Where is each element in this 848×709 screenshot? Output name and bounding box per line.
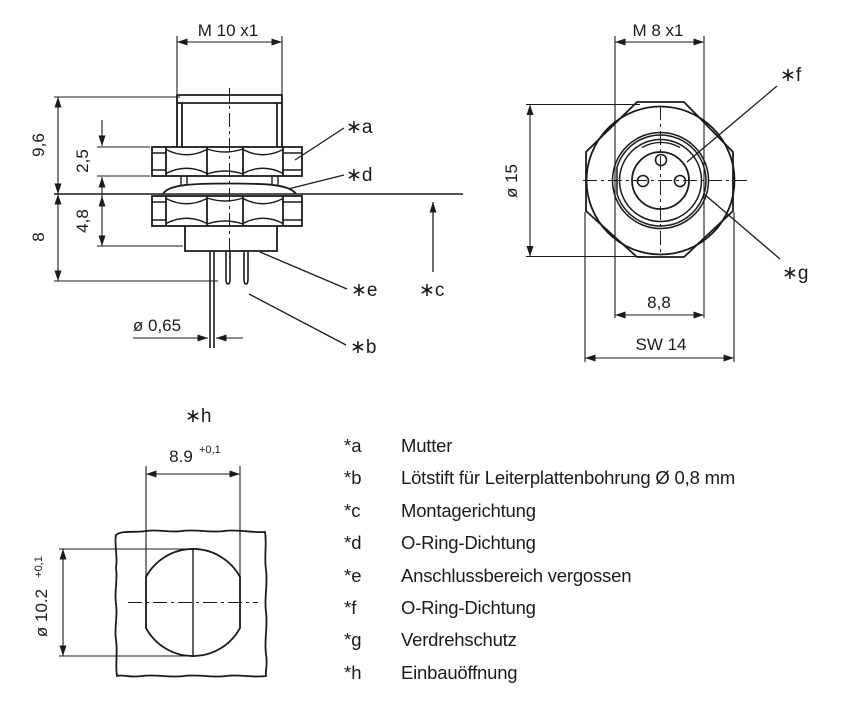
dim-8-8-label: 8,8 — [647, 293, 671, 312]
side-view-connector-body — [151, 94, 303, 348]
callout-a: ∗a — [346, 117, 373, 138]
panel-cutout-square — [114, 529, 268, 678]
callout-f: ∗f — [780, 65, 802, 86]
dim-sw14-label: SW 14 — [635, 335, 686, 354]
cutout-view: ∗h 8.9 +0,1 ø 10.2 +0,1 — [32, 406, 268, 678]
legend-row-b: *b Lötstift für Leiterplattenbohrung Ø 0… — [344, 468, 735, 500]
dim-4-8-label: 4,8 — [73, 209, 92, 233]
callout-b: ∗b — [350, 337, 377, 358]
callout-h: ∗h — [185, 406, 212, 427]
dim-8-9-label: 8.9 — [169, 447, 193, 466]
nut — [151, 146, 303, 177]
dim-diameter-10-2-tolerance: +0,1 — [33, 556, 45, 578]
potting-body — [184, 226, 278, 252]
legend-row-f: *f O-Ring-Dichtung — [344, 596, 735, 630]
legend-key-c: *c — [344, 499, 361, 521]
side-view: M 10 x1 9,6 2,5 4,8 8 ø 0,65 ∗a ∗d ∗e ∗b… — [29, 21, 463, 358]
legend-label-b: Lötstift für Leiterplattenbohrung Ø 0,8 … — [401, 467, 736, 489]
cutout-extension-lines — [59, 466, 241, 657]
legend-row-a: *a Mutter — [344, 435, 735, 468]
legend-key-a: *a — [344, 435, 362, 456]
legend-label-h: Einbauöffnung — [401, 661, 518, 683]
legend-row-h: *h Einbauöffnung — [344, 661, 735, 695]
dim-m10-label: M 10 x1 — [198, 21, 258, 40]
front-view: M 8 x1 ø 15 8,8 SW 14 ∗f ∗g — [502, 21, 809, 362]
callout-c: ∗c — [419, 280, 444, 301]
front-extension-lines — [526, 36, 735, 362]
legend-label-e: Anschlussbereich vergossen — [401, 564, 632, 586]
legend-key-b: *b — [344, 467, 362, 489]
legend-label-c: Montagerichtung — [401, 499, 536, 521]
legend-label-g: Verdrehschutz — [401, 629, 517, 651]
legend: *a Mutter *b Lötstift für Leiterplattenb… — [344, 435, 735, 695]
legend-key-d: *d — [344, 532, 362, 554]
lower-hex — [151, 195, 303, 227]
dim-diameter-15-label: ø 15 — [502, 164, 521, 198]
callout-d: ∗d — [346, 165, 373, 186]
legend-label-d: O-Ring-Dichtung — [401, 532, 536, 554]
dim-8-9-tolerance: +0,1 — [199, 444, 221, 456]
dim-2-5-label: 2,5 — [73, 149, 92, 173]
dim-diameter-10-2-label: ø 10.2 — [32, 589, 51, 637]
front-dimension-lines — [526, 38, 734, 362]
solder-pins — [209, 251, 249, 348]
front-leader-lines — [686, 85, 781, 260]
legend-label-f: O-Ring-Dichtung — [401, 596, 536, 618]
side-extension-lines — [54, 36, 283, 282]
mounting-hole — [145, 548, 241, 657]
callout-e: ∗e — [351, 280, 378, 301]
side-leader-lines — [248, 127, 437, 346]
side-dimension-lines — [54, 38, 282, 342]
dim-9-6-label: 9,6 — [29, 133, 48, 157]
legend-key-f: *f — [344, 596, 357, 618]
legend-label-a: Mutter — [401, 435, 453, 456]
anti-rotation-flat — [616, 134, 707, 227]
legend-row-e: *e Anschlussbereich vergossen — [344, 564, 735, 598]
callout-g: ∗g — [782, 263, 809, 284]
front-centerlines — [583, 106, 747, 255]
legend-row-d: *d O-Ring-Dichtung — [344, 532, 735, 565]
legend-row-c: *c Montagerichtung — [344, 499, 735, 533]
legend-key-e: *e — [344, 564, 362, 586]
legend-row-g: *g Verdrehschutz — [344, 629, 735, 662]
dim-8-label: 8 — [29, 232, 48, 241]
legend-key-g: *g — [344, 629, 362, 651]
dim-pin-diameter-label: ø 0,65 — [133, 316, 181, 335]
dim-m8-label: M 8 x1 — [632, 21, 683, 40]
cutout-dimension-lines — [59, 470, 240, 656]
legend-key-h: *h — [344, 661, 362, 683]
